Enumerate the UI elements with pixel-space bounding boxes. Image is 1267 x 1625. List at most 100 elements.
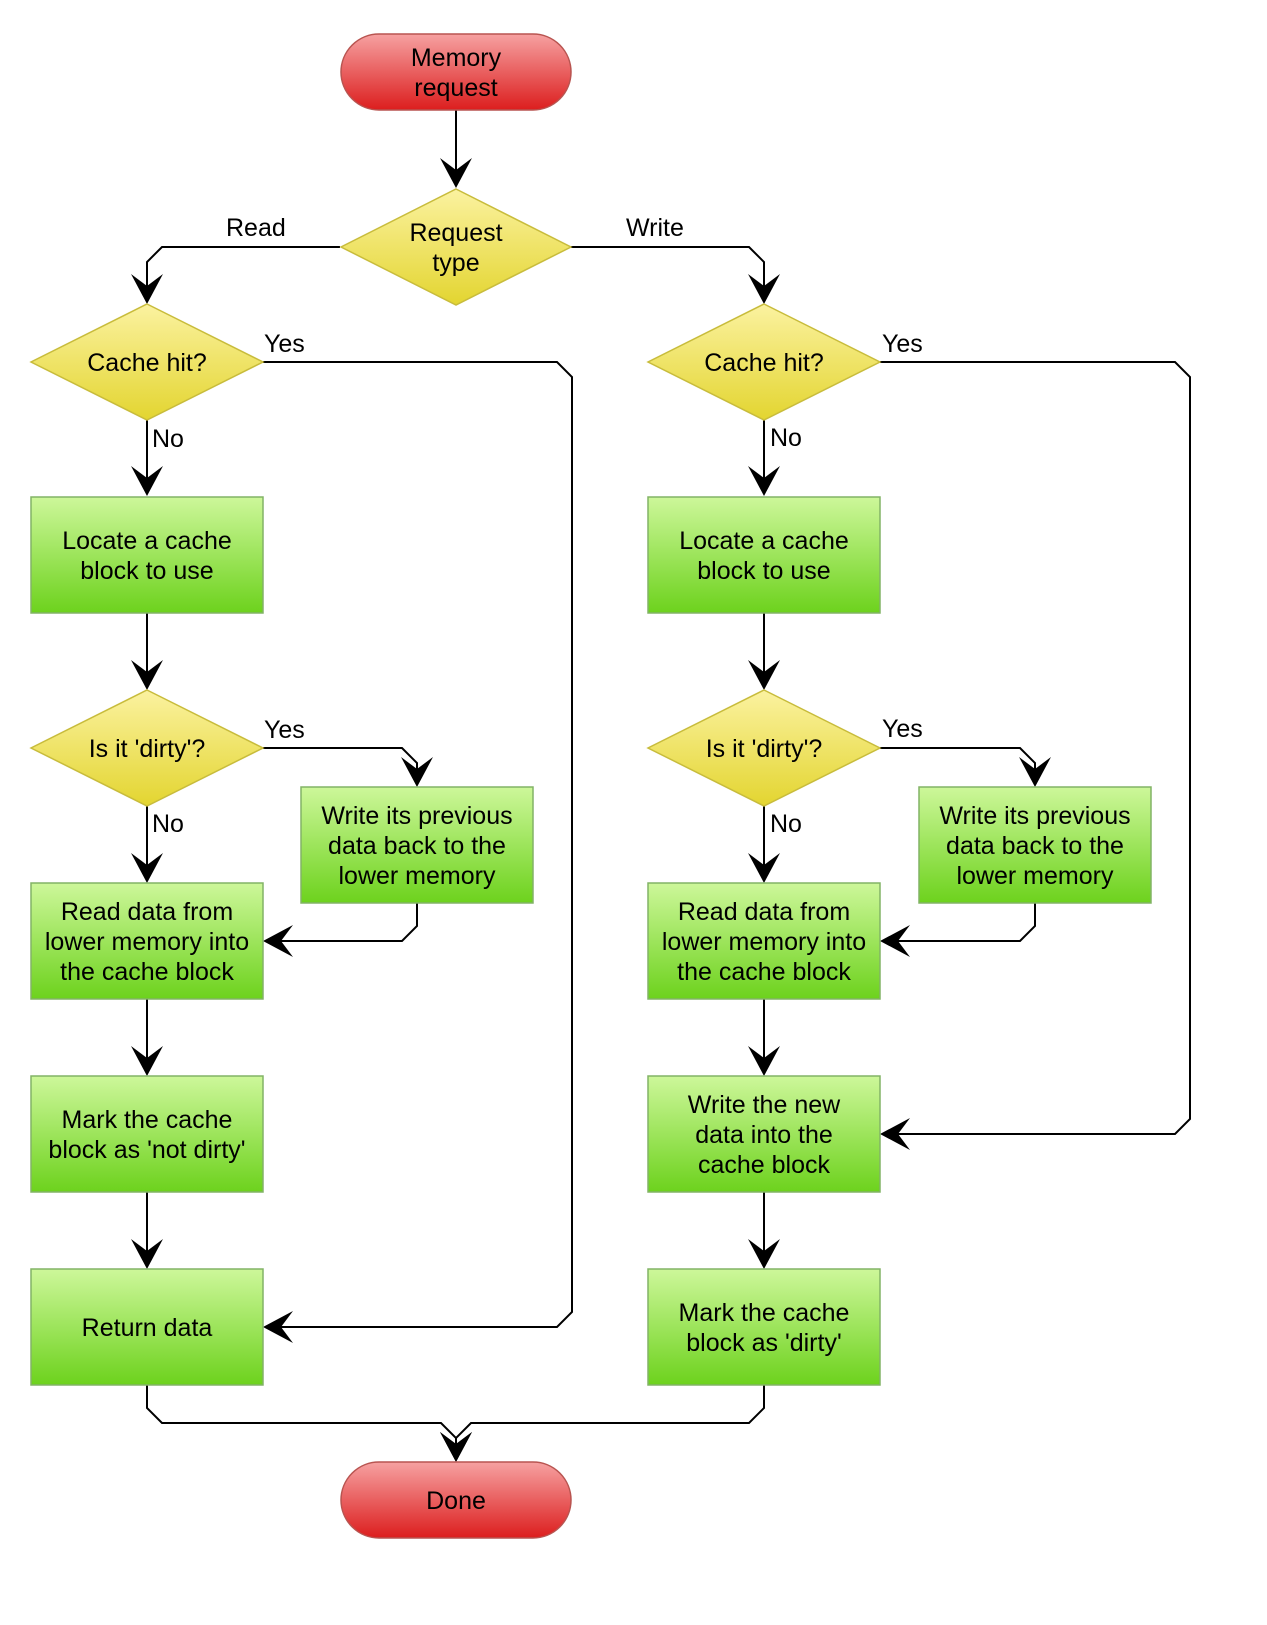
process-shape xyxy=(647,1075,881,1193)
node-read-cache-hit: Cache hit? xyxy=(29,303,265,421)
decision-shape xyxy=(646,689,882,807)
edge-label-read-dirty-yes: Yes xyxy=(264,716,305,744)
arrowhead xyxy=(880,925,910,957)
arrowhead xyxy=(401,757,433,787)
decision-shape xyxy=(339,188,573,306)
edge-read-locate-to-dirty xyxy=(131,613,163,690)
arrowhead xyxy=(880,1118,910,1150)
arrowhead xyxy=(748,660,780,690)
edge-read-hit-no xyxy=(131,420,163,496)
arrowhead xyxy=(131,853,163,883)
process-shape xyxy=(30,1268,264,1386)
arrowhead xyxy=(131,1046,163,1076)
arrowhead xyxy=(748,466,780,496)
node-label: Return data xyxy=(82,1314,213,1342)
edge-mark-dirty-to-done xyxy=(440,1385,765,1462)
edge-read-hit-yes xyxy=(263,361,573,1343)
edge-label-read-hit-yes: Yes xyxy=(264,330,305,358)
process-shape xyxy=(300,786,534,904)
node-label: Is it 'dirty'? xyxy=(89,735,206,763)
edge-read-branch xyxy=(131,246,340,304)
decision-shape xyxy=(29,303,265,421)
edge-return-to-done xyxy=(146,1385,472,1462)
edge-label-read: Read xyxy=(226,214,286,242)
connector-line xyxy=(898,903,1036,942)
process-shape xyxy=(647,882,881,1000)
arrowhead xyxy=(131,660,163,690)
edge-write-writeback-to-fetch xyxy=(880,903,1036,957)
connector-line xyxy=(263,747,418,769)
terminal-shape xyxy=(340,33,572,111)
connector-line xyxy=(263,361,573,1328)
connector-line xyxy=(571,246,765,286)
connector-line xyxy=(880,747,1036,769)
edge-write-fetch-to-new-data xyxy=(748,999,780,1076)
arrowhead xyxy=(440,1432,472,1462)
edge-read-mark-clean-to-return xyxy=(131,1192,163,1269)
node-label: Is it 'dirty'? xyxy=(706,735,823,763)
process-shape xyxy=(30,882,264,1000)
arrowhead xyxy=(748,274,780,304)
arrowhead xyxy=(263,1311,293,1343)
connector-line xyxy=(146,246,340,286)
arrowhead xyxy=(131,1239,163,1269)
edge-label-read-dirty-no: No xyxy=(152,810,184,838)
process-shape xyxy=(918,786,1152,904)
decision-shape xyxy=(646,303,882,421)
node-label: Done xyxy=(426,1487,486,1515)
arrowhead xyxy=(131,274,163,304)
arrowhead xyxy=(440,158,472,188)
edge-write-locate-to-dirty xyxy=(748,613,780,690)
edge-read-dirty-yes xyxy=(263,747,433,787)
process-shape xyxy=(30,1075,264,1193)
arrowhead xyxy=(748,1239,780,1269)
decision-shape xyxy=(29,689,265,807)
edge-read-fetch-to-mark-clean xyxy=(131,999,163,1076)
node-done: Done xyxy=(340,1461,572,1539)
process-shape xyxy=(30,496,264,614)
arrowhead xyxy=(748,1046,780,1076)
edge-label-write-dirty-yes: Yes xyxy=(882,715,923,743)
edge-label-write-hit-no: No xyxy=(770,424,802,452)
connector-line xyxy=(146,1385,457,1444)
edge-write-hit-no xyxy=(748,420,780,496)
node-write-dirty: Is it 'dirty'? xyxy=(646,689,882,807)
connector-line xyxy=(281,903,418,942)
node-return-data: Return data xyxy=(30,1268,264,1386)
arrowhead xyxy=(1019,757,1051,787)
edge-label-read-hit-no: No xyxy=(152,425,184,453)
process-shape xyxy=(647,1268,881,1386)
node-label: Cache hit? xyxy=(87,349,207,377)
edge-write-new-data-to-mark-dirty xyxy=(748,1192,780,1269)
edge-read-dirty-no xyxy=(131,806,163,883)
node-write-cache-hit: Cache hit? xyxy=(646,303,882,421)
edge-label-write-dirty-no: No xyxy=(770,810,802,838)
edge-label-write-hit-yes: Yes xyxy=(882,330,923,358)
edge-write-dirty-yes xyxy=(880,747,1051,787)
connector-line xyxy=(880,361,1191,1135)
arrowhead xyxy=(748,853,780,883)
node-read-dirty: Is it 'dirty'? xyxy=(29,689,265,807)
